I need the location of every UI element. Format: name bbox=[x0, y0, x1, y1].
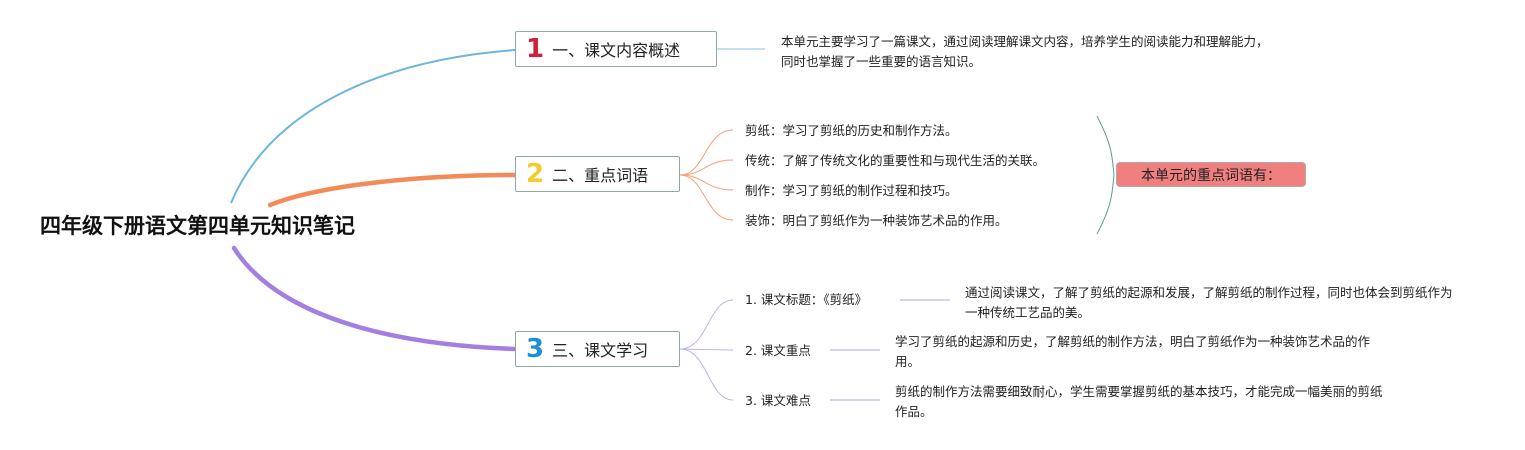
branch-3-node[interactable]: 3 三、课文学习 bbox=[515, 331, 680, 367]
connector-b2-item-3 bbox=[679, 174, 734, 191]
study-item-text: 学习了剪纸的起源和历史，了解剪纸的制作方法，明白了剪纸作为一种装饰艺术品的作用。 bbox=[895, 334, 1371, 369]
connector-b2-item-2 bbox=[679, 159, 734, 176]
number-1-icon: 1 bbox=[526, 34, 545, 64]
study-item-text: 剪纸的制作方法需要细致耐心，学生需要掌握剪纸的基本技巧，才能完成一幅美丽的剪纸作… bbox=[895, 384, 1383, 419]
keyword-item: 装饰：明白了剪纸作为一种装饰艺术品的作用。 bbox=[745, 213, 1008, 228]
connector-b3-item-3 bbox=[679, 348, 734, 401]
keyword-item: 剪纸：学习了剪纸的历史和制作方法。 bbox=[745, 123, 958, 138]
connector-branch-3 bbox=[231, 245, 518, 352]
connector-b2-item-1 bbox=[679, 129, 734, 176]
study-item-label: 3. 课文难点 bbox=[745, 393, 811, 408]
branch-3-label: 三、课文学习 bbox=[552, 341, 649, 360]
connector-b3-item-2 bbox=[679, 348, 734, 351]
number-2-icon: 2 bbox=[526, 159, 545, 189]
branch-1-label: 一、课文内容概述 bbox=[552, 41, 681, 60]
branch-1-text: 本单元主要学习了一篇课文，通过阅读理解课文内容，培养学生的阅读能力和理解能力，同… bbox=[781, 34, 1269, 69]
study-item-label: 2. 课文重点 bbox=[745, 343, 811, 358]
root-title: 四年级下册语文第四单元知识笔记 bbox=[40, 214, 355, 238]
number-3-icon: 3 bbox=[526, 334, 545, 364]
study-item-text: 通过阅读课文，了解了剪纸的起源和发展，了解剪纸的制作过程，同时也体会到剪纸作为一… bbox=[965, 285, 1453, 320]
branch-2-node[interactable]: 2 二、重点词语 bbox=[515, 156, 680, 192]
branch-2-label: 二、重点词语 bbox=[552, 166, 649, 185]
keyword-item: 制作：学习了剪纸的制作过程和技巧。 bbox=[745, 183, 958, 198]
connector-b2-item-4 bbox=[679, 174, 734, 221]
keyword-summary-badge[interactable]: 本单元的重点词语有： bbox=[1116, 162, 1306, 187]
keyword-item: 传统：了解了传统文化的重要性和与现代生活的关联。 bbox=[745, 153, 1046, 168]
connector-branch-1 bbox=[230, 49, 516, 204]
connector-branch-2 bbox=[267, 172, 518, 208]
connector-b3-item-1 bbox=[679, 299, 734, 350]
summary-brace bbox=[1096, 115, 1115, 235]
study-item-label: 1. 课文标题：《剪纸》 bbox=[745, 292, 868, 307]
branch-1-node[interactable]: 1 一、课文内容概述 bbox=[515, 31, 717, 67]
